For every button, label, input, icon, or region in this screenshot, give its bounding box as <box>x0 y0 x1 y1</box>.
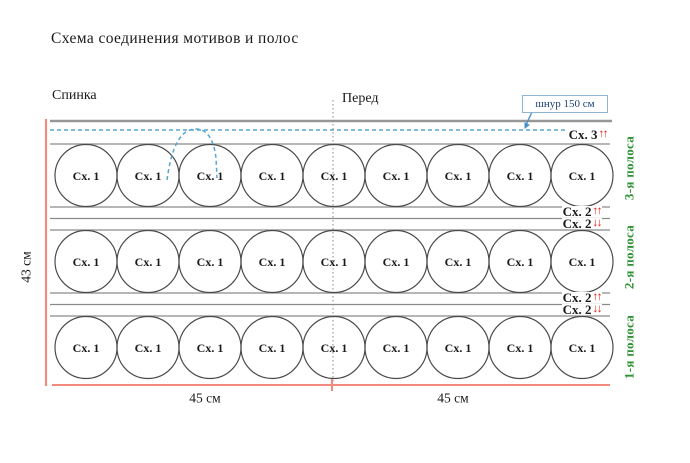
up-arrows-icon: ↑↑ <box>598 128 609 140</box>
join-3-2-down-text: Сх. 2 <box>562 216 592 231</box>
motif-label: Сх. 1 <box>506 254 534 269</box>
cord-callout-arrow-line <box>525 111 533 126</box>
motif-circles-layer <box>54 143 614 380</box>
motif-label: Сх. 1 <box>72 168 100 183</box>
motif-label: Сх. 1 <box>196 340 224 355</box>
motif-label: Сх. 1 <box>320 340 348 355</box>
cord-loop-arc <box>166 128 218 181</box>
join-scheme3-label: Сх. 3↑↑ <box>567 127 609 142</box>
up-arrows-icon: ↑↑ <box>592 205 603 217</box>
strip-1-label: 1-я полоса <box>621 314 637 380</box>
back-width-dimension-label: 45 см <box>189 390 221 406</box>
motif-label: Сх. 1 <box>382 340 410 355</box>
strip-3-label: 3-я полоса <box>621 135 637 201</box>
join-3-2-down-label: Сх. 2↓↓ <box>561 216 603 231</box>
motif-label: Сх. 1 <box>196 254 224 269</box>
motif-label: Сх. 1 <box>506 168 534 183</box>
up-arrows-icon: ↑↑ <box>592 291 603 303</box>
motif-label: Сх. 1 <box>72 254 100 269</box>
motif-label: Сх. 1 <box>444 168 472 183</box>
strip-2-label: 2-я полоса <box>621 224 637 290</box>
motif-label: Сх. 1 <box>506 340 534 355</box>
join-2-1-down-label: Сх. 2↓↓ <box>561 302 603 317</box>
back-section-label: Спинка <box>52 88 97 103</box>
motif-label: Сх. 1 <box>258 254 286 269</box>
height-dimension-label: 43 см <box>18 251 34 283</box>
down-arrows-icon: ↓↓ <box>592 217 603 229</box>
join-2-1-up-label: Сх. 2↑↑ <box>561 290 603 305</box>
motif-label: Сх. 1 <box>72 340 100 355</box>
motif-label: Сх. 1 <box>134 254 162 269</box>
join-3-2-up-text: Сх. 2 <box>562 204 592 219</box>
motif-label: Сх. 1 <box>196 168 224 183</box>
front-section-label: Перед <box>342 91 379 106</box>
join-2-1-down-text: Сх. 2 <box>562 302 592 317</box>
motif-label: Сх. 1 <box>444 340 472 355</box>
motif-circle <box>550 315 614 380</box>
motif-label: Сх. 1 <box>320 168 348 183</box>
motif-label: Сх. 1 <box>382 254 410 269</box>
motif-label: Сх. 1 <box>258 340 286 355</box>
motif-label: Сх. 1 <box>320 254 348 269</box>
motif-label: Сх. 1 <box>134 340 162 355</box>
cord-callout-arrowhead <box>524 122 530 129</box>
cord-callout-box: шнур 150 см <box>522 95 608 113</box>
motif-label: Сх. 1 <box>382 168 410 183</box>
motif-label: Сх. 1 <box>444 254 472 269</box>
motif-label: Сх. 1 <box>258 168 286 183</box>
join-2-1-up-text: Сх. 2 <box>562 290 592 305</box>
down-arrows-icon: ↓↓ <box>592 303 603 315</box>
front-width-dimension-label: 45 см <box>437 390 469 406</box>
page-title: Схема соединения мотивов и полос <box>51 30 299 47</box>
motif-label: Сх. 1 <box>568 340 596 355</box>
motif-label: Сх. 1 <box>568 168 596 183</box>
join-3-2-up-label: Сх. 2↑↑ <box>561 204 603 219</box>
join-scheme3-text: Сх. 3 <box>568 127 598 142</box>
motif-label: Сх. 1 <box>134 168 162 183</box>
motif-label: Сх. 1 <box>568 254 596 269</box>
